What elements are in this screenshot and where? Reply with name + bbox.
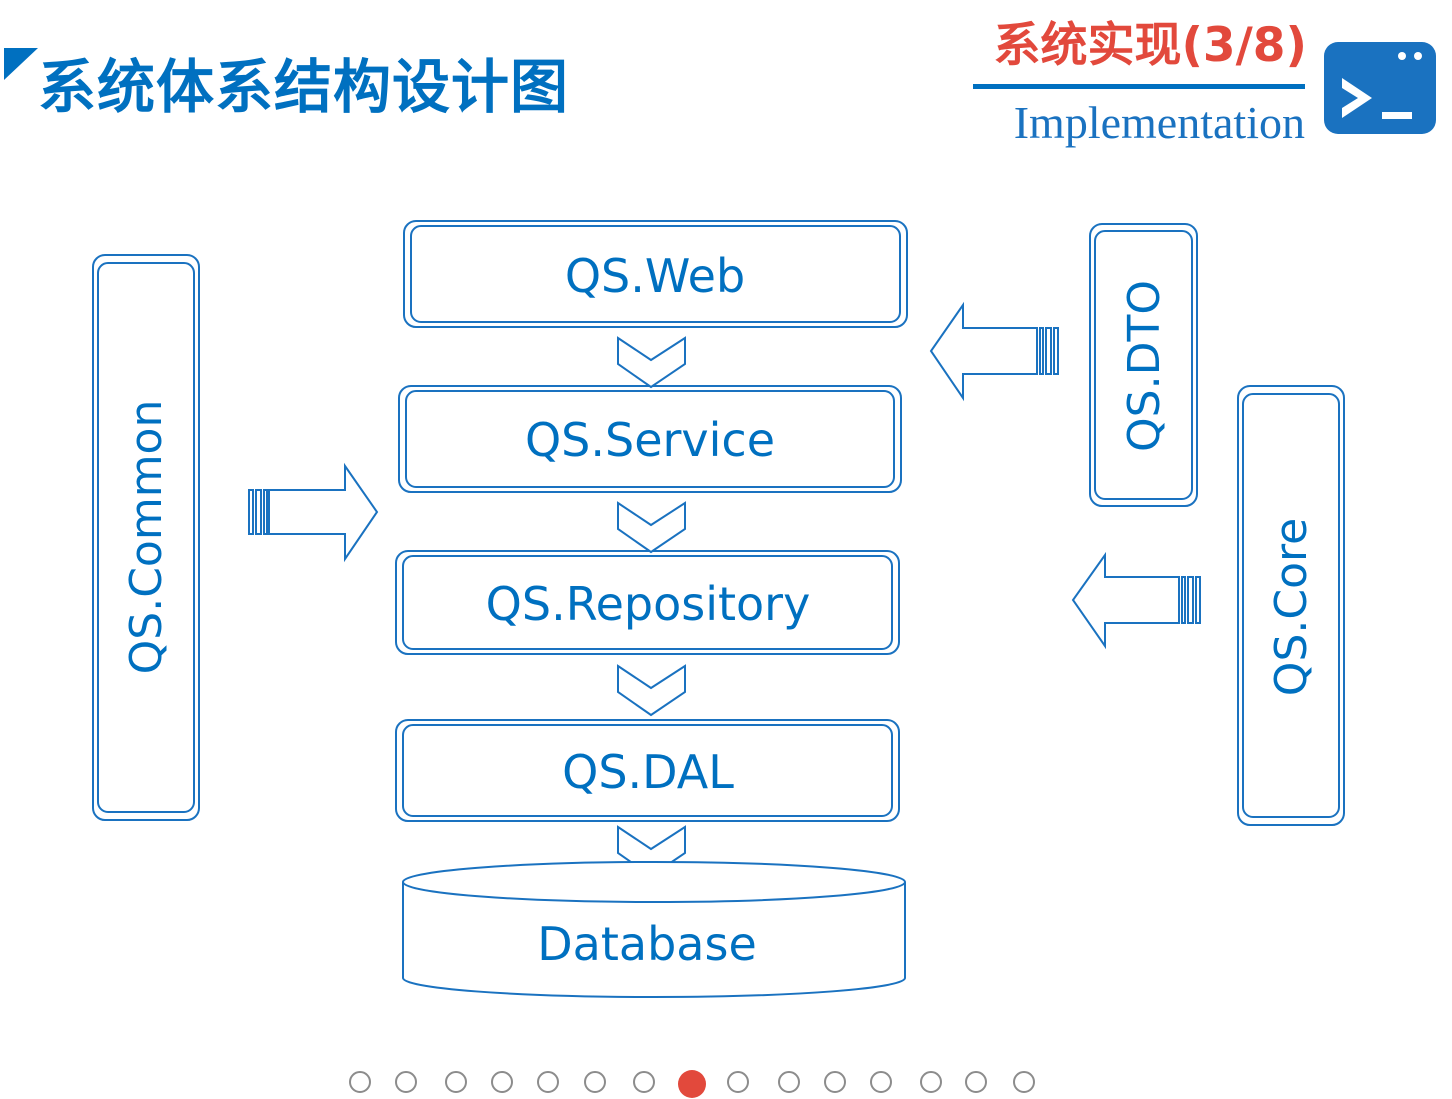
chevron-web-service [617,336,686,389]
module-core: QS.Core [1237,385,1345,826]
section-subtitle: Implementation [1013,97,1305,148]
pager-dot[interactable] [395,1071,417,1093]
module-dto-label: QS.DTO [1119,280,1170,452]
page-title: 系统体系结构设计图 [38,53,570,121]
pager-dot[interactable] [445,1071,467,1093]
pager-dot[interactable] [920,1071,942,1093]
arrow-dto-to-web [929,301,1059,402]
arrow-common-to-layers [248,462,379,563]
pager-dot[interactable] [633,1071,655,1093]
pager-dot[interactable] [965,1071,987,1093]
pager-dot[interactable] [584,1071,606,1093]
pager-dot[interactable] [491,1071,513,1093]
chevron-repository-dal [617,664,686,717]
layer-dal-label: QS.DAL [562,745,734,799]
corner-triangle-mark [4,48,38,80]
section-title: 系统实现(3/8) [993,18,1307,73]
pager-dot[interactable] [727,1071,749,1093]
chevron-service-repository [617,501,686,554]
terminal-icon [1324,42,1436,134]
pager-dot[interactable] [870,1071,892,1093]
section-divider [973,84,1305,89]
layer-service-label: QS.Service [525,413,775,467]
module-core-label: QS.Core [1266,518,1317,696]
module-common: QS.Common [92,254,200,821]
pager-dot[interactable] [778,1071,800,1093]
module-common-label: QS.Common [121,400,172,675]
pager-dot[interactable] [537,1071,559,1093]
layer-service: QS.Service [398,385,902,493]
pager-dot[interactable] [349,1071,371,1093]
pager-dot[interactable] [824,1071,846,1093]
layer-web: QS.Web [403,220,908,328]
pager-dot-active[interactable] [678,1070,706,1098]
arrow-core-to-layers [1071,551,1201,650]
layer-repository: QS.Repository [395,550,900,655]
architecture-diagram: .box-o { fill: none; stroke: #1a72c0; st… [92,220,1345,998]
layer-repository-label: QS.Repository [486,577,811,631]
database-label: Database [537,917,757,971]
layer-web-label: QS.Web [565,249,745,303]
database-cylinder: Database [402,861,906,998]
layer-dal: QS.DAL [395,719,900,822]
module-dto: QS.DTO [1089,223,1198,507]
pager-dot[interactable] [1013,1071,1035,1093]
